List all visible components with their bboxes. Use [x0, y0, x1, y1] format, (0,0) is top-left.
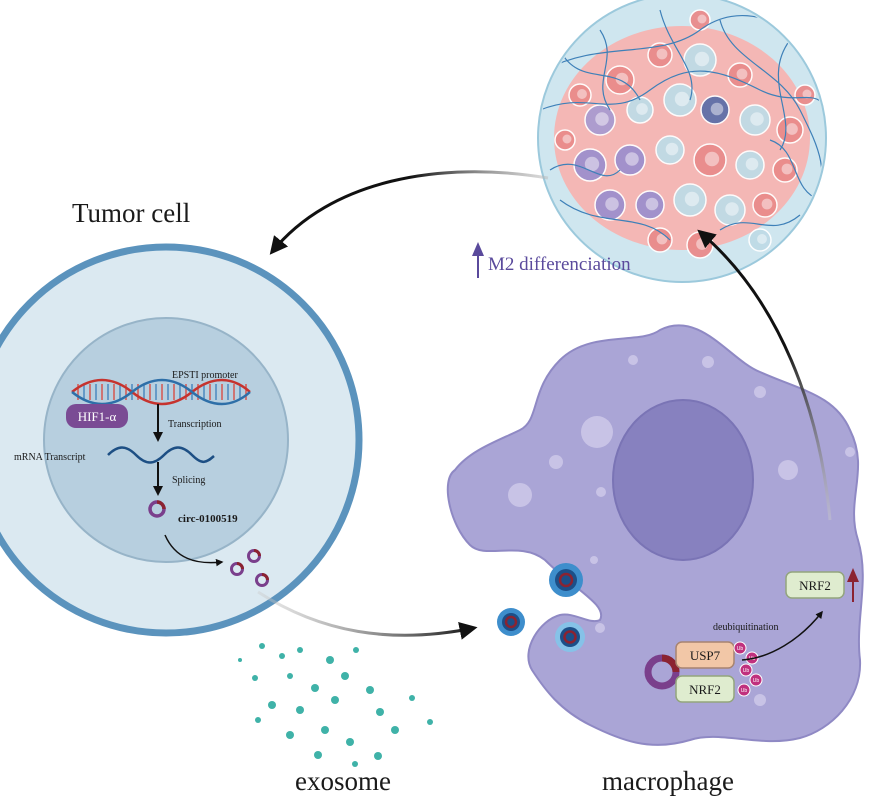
deubiquitination-arrow — [741, 610, 823, 661]
m2-up-arrow — [472, 242, 484, 278]
svg-text:Ub: Ub — [741, 688, 748, 694]
usp7-box: USP7 — [675, 641, 735, 669]
tme-fibers — [540, 9, 824, 241]
svg-text:Ub: Ub — [737, 646, 744, 652]
release-arrow — [164, 534, 224, 567]
exosome-label: exosome — [295, 766, 391, 796]
dna-helix — [71, 378, 251, 406]
exosome-particles — [238, 643, 433, 767]
nrf2-bound-box: NRF2 — [675, 675, 735, 703]
intracellular-circrna — [644, 654, 680, 690]
deubiquitination-label: deubiquitination — [713, 622, 779, 633]
circrna-icon — [148, 500, 166, 518]
macrophage-cell — [446, 324, 864, 746]
tumor-microenvironment — [537, 0, 827, 283]
hif1a-label: HIF1-α — [78, 409, 117, 424]
nrf2-free-label: NRF2 — [799, 578, 831, 593]
tumor-cell-label: Tumor cell — [72, 198, 190, 228]
mrna-strand — [107, 446, 215, 464]
macrophage-nucleus — [612, 399, 754, 561]
hif1a-badge: HIF1-α — [66, 404, 128, 428]
tumor-cell — [0, 243, 363, 637]
nrf2-free-box: NRF2 — [785, 571, 845, 599]
exosome-transfer-arrow — [257, 590, 478, 640]
macrophage-vesicles — [508, 355, 855, 706]
exosome-vesicles — [497, 563, 585, 652]
svg-text:Ub: Ub — [753, 678, 760, 684]
svg-text:Ub: Ub — [743, 668, 750, 674]
splicing-label: Splicing — [172, 475, 205, 486]
circ-label: circ-0100519 — [178, 513, 238, 525]
released-circrnas — [230, 549, 269, 587]
mrna-label: mRNA Transcript — [14, 452, 86, 463]
tme-to-tumor-arrow — [269, 170, 549, 255]
macrophage-label: macrophage — [602, 766, 734, 796]
transcription-label: Transcription — [168, 419, 222, 430]
nrf2-up-arrow — [847, 568, 859, 602]
macrophage-to-tme-arrow — [697, 229, 832, 521]
tme-cells — [554, 9, 816, 259]
epsti-promoter-label: EPSTI promoter — [172, 370, 238, 381]
m2-label: M2 differenciation — [488, 254, 631, 275]
usp7-label: USP7 — [690, 648, 721, 663]
nrf2-bound-label: NRF2 — [689, 682, 721, 697]
